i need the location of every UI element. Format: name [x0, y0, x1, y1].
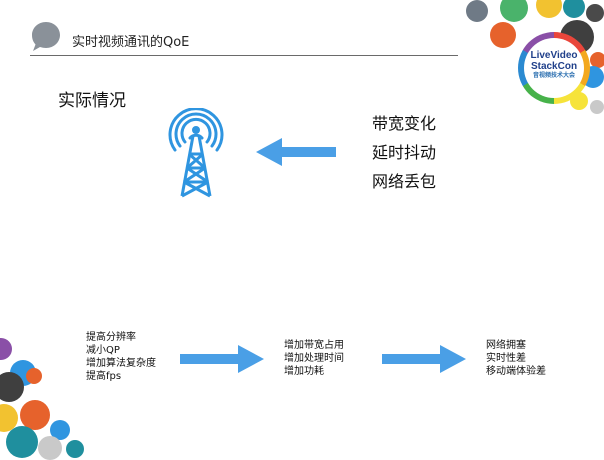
logo-text-line1: LiveVideo	[530, 50, 578, 61]
cost-item: 增加功耗	[284, 366, 324, 377]
network-factor-item: 带宽变化	[372, 114, 437, 133]
action-item: 减小QP	[86, 345, 120, 356]
action-list: 提高分辨率 减小QP 增加算法复杂度 提高fps	[86, 331, 156, 383]
arrow-right-icon	[382, 345, 466, 373]
network-factor-item: 网络丢包	[372, 172, 437, 191]
action-item: 提高fps	[86, 371, 122, 382]
section-heading: 实际情况	[58, 91, 126, 111]
network-factor-item: 延时抖动	[372, 143, 437, 162]
result-item: 实时性差	[486, 353, 526, 364]
livevideo-stackcon-logo: LiveVideo StackCon 音视频技术大会	[518, 32, 590, 104]
action-item: 提高分辨率	[86, 332, 136, 343]
cost-list: 增加带宽占用 增加处理时间 增加功耗	[284, 339, 344, 378]
logo-text-line2: StackCon	[530, 61, 578, 72]
arrow-left-icon	[256, 138, 336, 166]
radio-tower-icon	[168, 108, 224, 198]
speech-bubble-icon	[32, 22, 60, 51]
network-factors-list: 带宽变化 延时抖动 网络丢包	[372, 109, 436, 196]
arrow-right-icon	[180, 345, 264, 373]
cost-item: 增加处理时间	[284, 353, 344, 364]
title-divider	[30, 55, 458, 56]
result-list: 网络拥塞 实时性差 移动端体验差	[486, 339, 546, 378]
action-item: 增加算法复杂度	[86, 358, 156, 369]
logo-text-line3: 音视频技术大会	[532, 73, 575, 79]
result-item: 网络拥塞	[486, 340, 526, 351]
result-item: 移动端体验差	[486, 366, 546, 377]
cost-item: 增加带宽占用	[284, 340, 344, 351]
slide-title: 实时视频通讯的QoE	[72, 35, 190, 50]
